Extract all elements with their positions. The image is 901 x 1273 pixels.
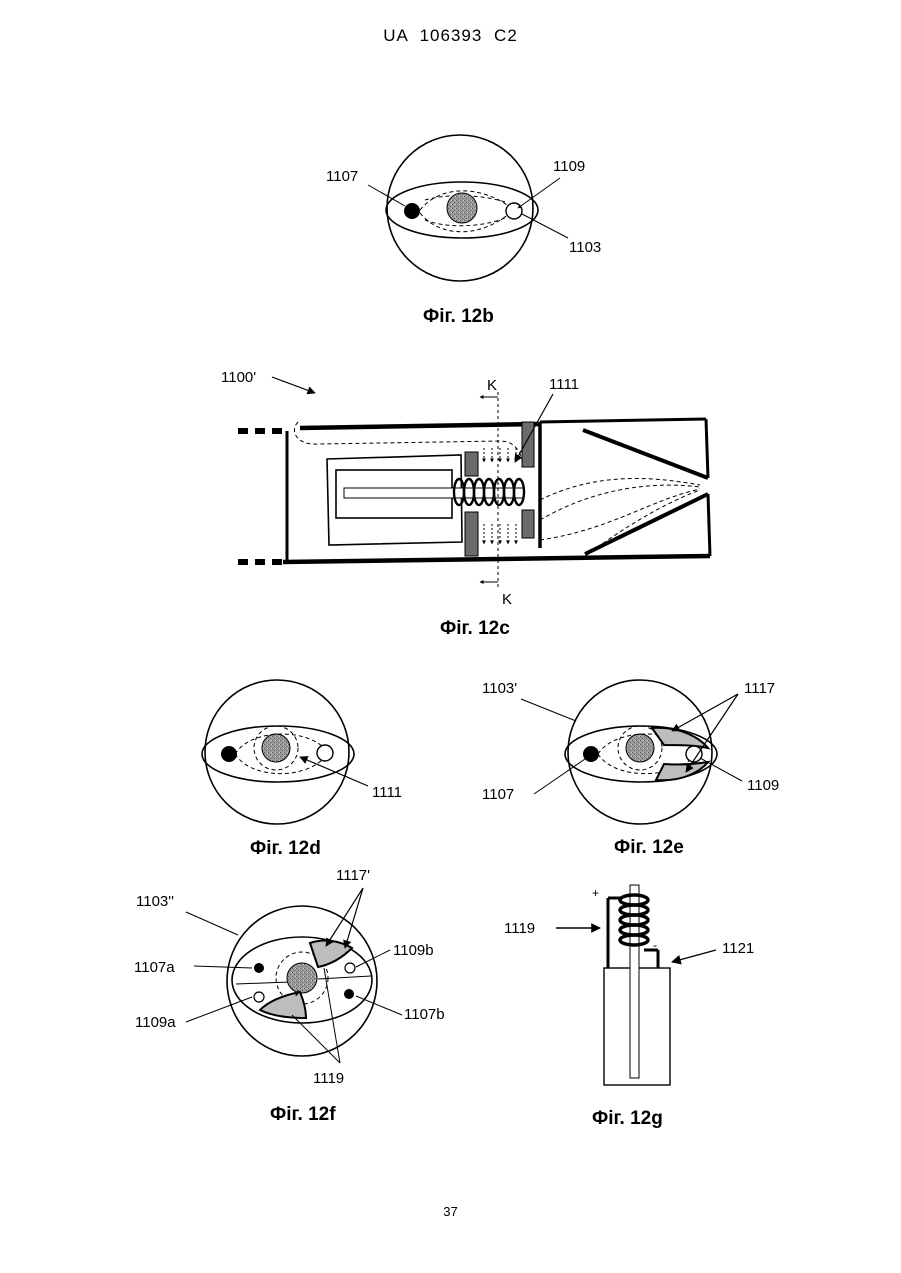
label-plus: + <box>592 886 599 900</box>
caption-fig-12b: Фіг. 12b <box>423 306 494 328</box>
fig-12c-drawing: 1100' 1111 K K <box>221 369 710 608</box>
label-1109a: 1109a <box>135 1014 176 1031</box>
label-1107: 1107 <box>326 168 358 185</box>
caption-fig-12c: Фіг. 12c <box>440 618 510 640</box>
label-section-k-bottom: K <box>502 591 512 608</box>
label-1121: 1121 <box>722 940 754 957</box>
caption-fig-12e: Фіг. 12e <box>614 837 684 859</box>
fig-12g-drawing: + - 1119 1121 <box>504 885 754 1085</box>
label-1100-prime: 1100' <box>221 369 256 386</box>
caption-fig-12d: Фіг. 12d <box>250 838 321 860</box>
label-1111: 1111 <box>549 376 579 393</box>
label-1107b: 1107b <box>404 1006 445 1023</box>
label-1117-prime: 1117' <box>336 867 370 884</box>
fig-12e-drawing: 1103' 1117 1107 1109 <box>482 680 779 824</box>
label-1119: 1119 <box>313 1070 344 1087</box>
label-1103: 1103 <box>569 239 601 256</box>
fig-12b-drawing: 1107 1109 1103 <box>326 135 601 281</box>
caption-fig-12g: Фіг. 12g <box>592 1108 663 1130</box>
label-1109: 1109 <box>553 158 585 175</box>
label-minus: - <box>653 938 657 952</box>
label-section-k-top: K <box>487 377 497 394</box>
label-1107: 1107 <box>482 786 514 803</box>
label-1103-prime: 1103' <box>482 680 517 697</box>
page-number: 37 <box>0 1204 901 1219</box>
label-1109b: 1109b <box>393 942 434 959</box>
label-1103-double-prime: 1103'' <box>136 893 174 910</box>
fig-12f-drawing: 1103'' 1117' 1107a 1109b 1109a 1107b 111… <box>134 867 445 1087</box>
label-1111: 1111 <box>372 784 402 801</box>
label-1109: 1109 <box>747 777 779 794</box>
fig-12d-drawing: 1111 <box>202 680 402 824</box>
label-1117: 1117 <box>744 680 775 697</box>
label-1107a: 1107a <box>134 959 175 976</box>
label-1119: 1119 <box>504 920 535 937</box>
caption-fig-12f: Фіг. 12f <box>270 1104 336 1126</box>
